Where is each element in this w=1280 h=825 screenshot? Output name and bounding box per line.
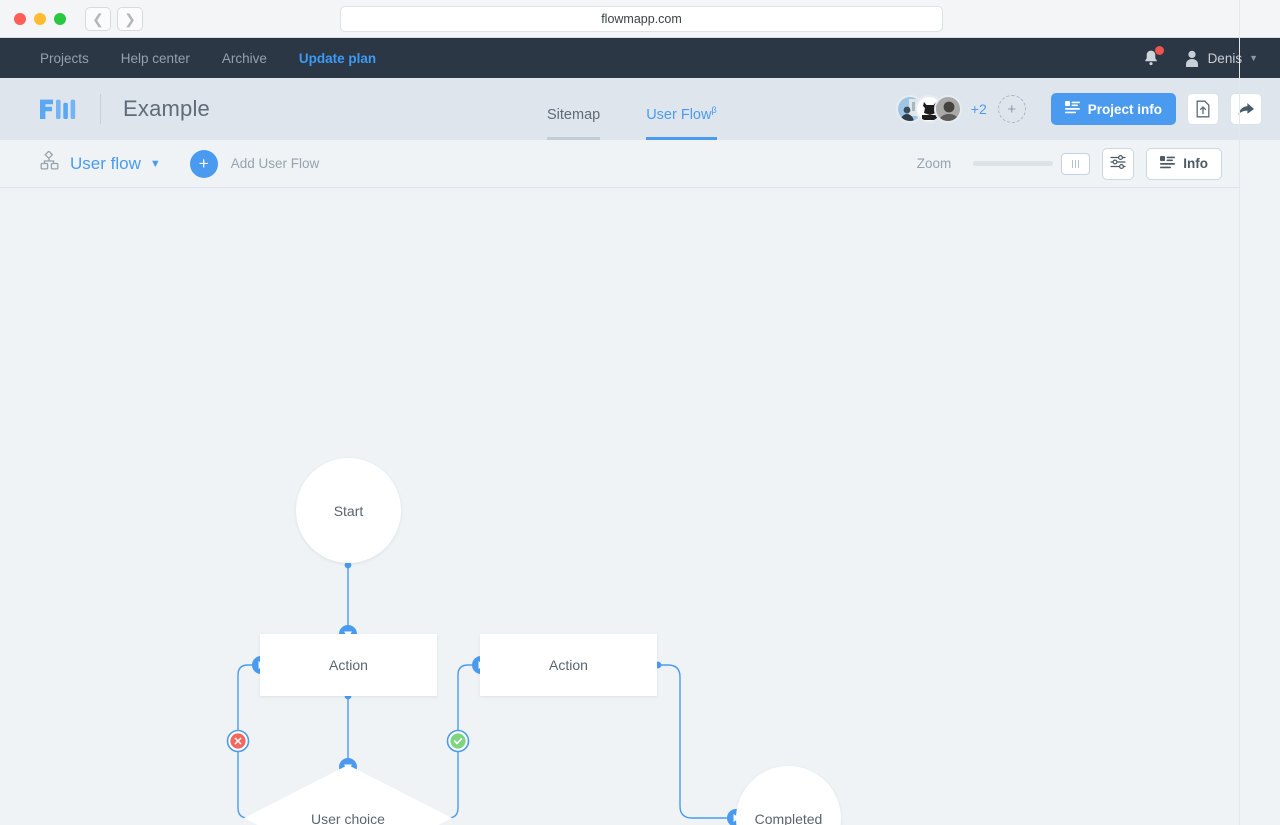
- canvas-settings-button[interactable]: [1102, 147, 1135, 180]
- node-user-choice-label: User choice: [311, 811, 385, 825]
- list-detail-icon: [1160, 155, 1176, 172]
- tab-user-flow-beta: β: [711, 105, 717, 116]
- top-navigation-bar: Projects Help center Archive Update plan…: [0, 38, 1280, 78]
- maximize-window-button[interactable]: [54, 12, 66, 25]
- header-actions: +2 + Project info: [895, 93, 1262, 125]
- node-user-choice-shape[interactable]: [244, 765, 452, 825]
- close-window-button[interactable]: [14, 12, 26, 25]
- node-action-1[interactable]: Action: [260, 634, 437, 696]
- page-title: Example: [123, 96, 210, 121]
- add-user-flow-button[interactable]: +: [189, 149, 218, 178]
- avatar[interactable]: [933, 95, 962, 123]
- top-nav-right: Denis ▼: [1141, 46, 1258, 68]
- share-arrow-icon[interactable]: [1230, 93, 1262, 125]
- success-badge[interactable]: [446, 729, 470, 753]
- node-completed[interactable]: Completed: [736, 766, 841, 825]
- node-action-1-label: Action: [329, 657, 368, 673]
- user-avatar-icon: [1183, 49, 1201, 67]
- add-member-button[interactable]: +: [997, 95, 1026, 123]
- tab-user-flow-text: User Flow: [646, 107, 712, 123]
- nav-link-update-plan[interactable]: Update plan: [298, 50, 377, 66]
- forward-icon[interactable]: ❯: [117, 6, 143, 31]
- chevron-down-icon: ▼: [149, 157, 161, 170]
- url-text: flowmapp.com: [601, 11, 682, 26]
- flow-toolbar: User flow ▼ + Add User Flow Zoom: [0, 140, 1240, 188]
- zoom-slider-handle[interactable]: [1061, 152, 1091, 175]
- toolbar-right-controls: Zoom: [916, 147, 1222, 180]
- sliders-settings-icon: [1110, 154, 1126, 173]
- node-start-label: Start: [333, 502, 364, 519]
- tab-sitemap-underline: [547, 137, 601, 140]
- collaborator-count: +2: [970, 101, 987, 117]
- flow-canvas[interactable]: Start Action Action User choice Complete…: [0, 188, 1240, 825]
- info-button[interactable]: Info: [1146, 147, 1222, 180]
- right-panel-divider: [1239, 0, 1240, 825]
- node-start[interactable]: Start: [296, 458, 401, 563]
- top-nav-links: Projects Help center Archive Update plan: [40, 51, 376, 66]
- user-menu[interactable]: Denis ▼: [1183, 49, 1258, 67]
- flow-connectors: [226, 561, 745, 825]
- flow-hierarchy-icon: [40, 150, 61, 176]
- node-action-2[interactable]: Action: [480, 634, 657, 696]
- connector-dot: [344, 561, 352, 569]
- browser-chrome: ❮ ❯ flowmapp.com: [0, 0, 1280, 38]
- export-file-icon[interactable]: [1187, 93, 1219, 125]
- browser-nav-arrows: ❮ ❯: [85, 6, 143, 31]
- zoom-label: Zoom: [916, 156, 952, 171]
- notification-badge: [1154, 46, 1164, 55]
- nav-link-help-center[interactable]: Help center: [120, 50, 190, 66]
- tab-user-flow[interactable]: User Flowβ: [634, 78, 728, 140]
- flowmapp-logo-icon[interactable]: [40, 98, 82, 120]
- fail-badge[interactable]: [226, 729, 250, 753]
- nav-link-archive[interactable]: Archive: [221, 50, 267, 66]
- zoom-slider-track[interactable]: [973, 161, 1054, 166]
- flow-selector[interactable]: User flow ▼: [40, 150, 161, 176]
- node-action-2-label: Action: [549, 657, 588, 673]
- node-completed-label: Completed: [754, 810, 823, 825]
- user-name: Denis: [1207, 50, 1243, 66]
- add-user-flow-label: Add User Flow: [230, 156, 320, 171]
- list-detail-icon: [1064, 101, 1080, 117]
- tab-sitemap-label: Sitemap: [547, 107, 601, 123]
- back-icon[interactable]: ❮: [85, 6, 111, 31]
- nav-link-projects[interactable]: Projects: [40, 50, 89, 66]
- tab-sitemap[interactable]: Sitemap: [535, 78, 612, 140]
- tab-user-flow-underline: [646, 137, 717, 140]
- info-button-label: Info: [1183, 156, 1208, 171]
- view-tabs: Sitemap User Flowβ: [535, 78, 729, 140]
- minimize-window-button[interactable]: [34, 12, 46, 25]
- header-divider: [100, 94, 101, 124]
- project-info-label: Project info: [1087, 101, 1162, 117]
- flow-name-label: User flow: [70, 153, 141, 173]
- tab-user-flow-label: User Flowβ: [646, 105, 716, 137]
- chevron-down-icon: ▼: [1249, 53, 1258, 63]
- window-traffic-lights: [14, 12, 66, 25]
- project-header: Example Sitemap User Flowβ: [0, 78, 1280, 140]
- url-bar[interactable]: flowmapp.com: [340, 5, 943, 32]
- collaborator-avatars: +2 +: [895, 95, 1026, 123]
- notification-bell-icon[interactable]: [1141, 46, 1164, 68]
- project-info-button[interactable]: Project info: [1050, 93, 1176, 125]
